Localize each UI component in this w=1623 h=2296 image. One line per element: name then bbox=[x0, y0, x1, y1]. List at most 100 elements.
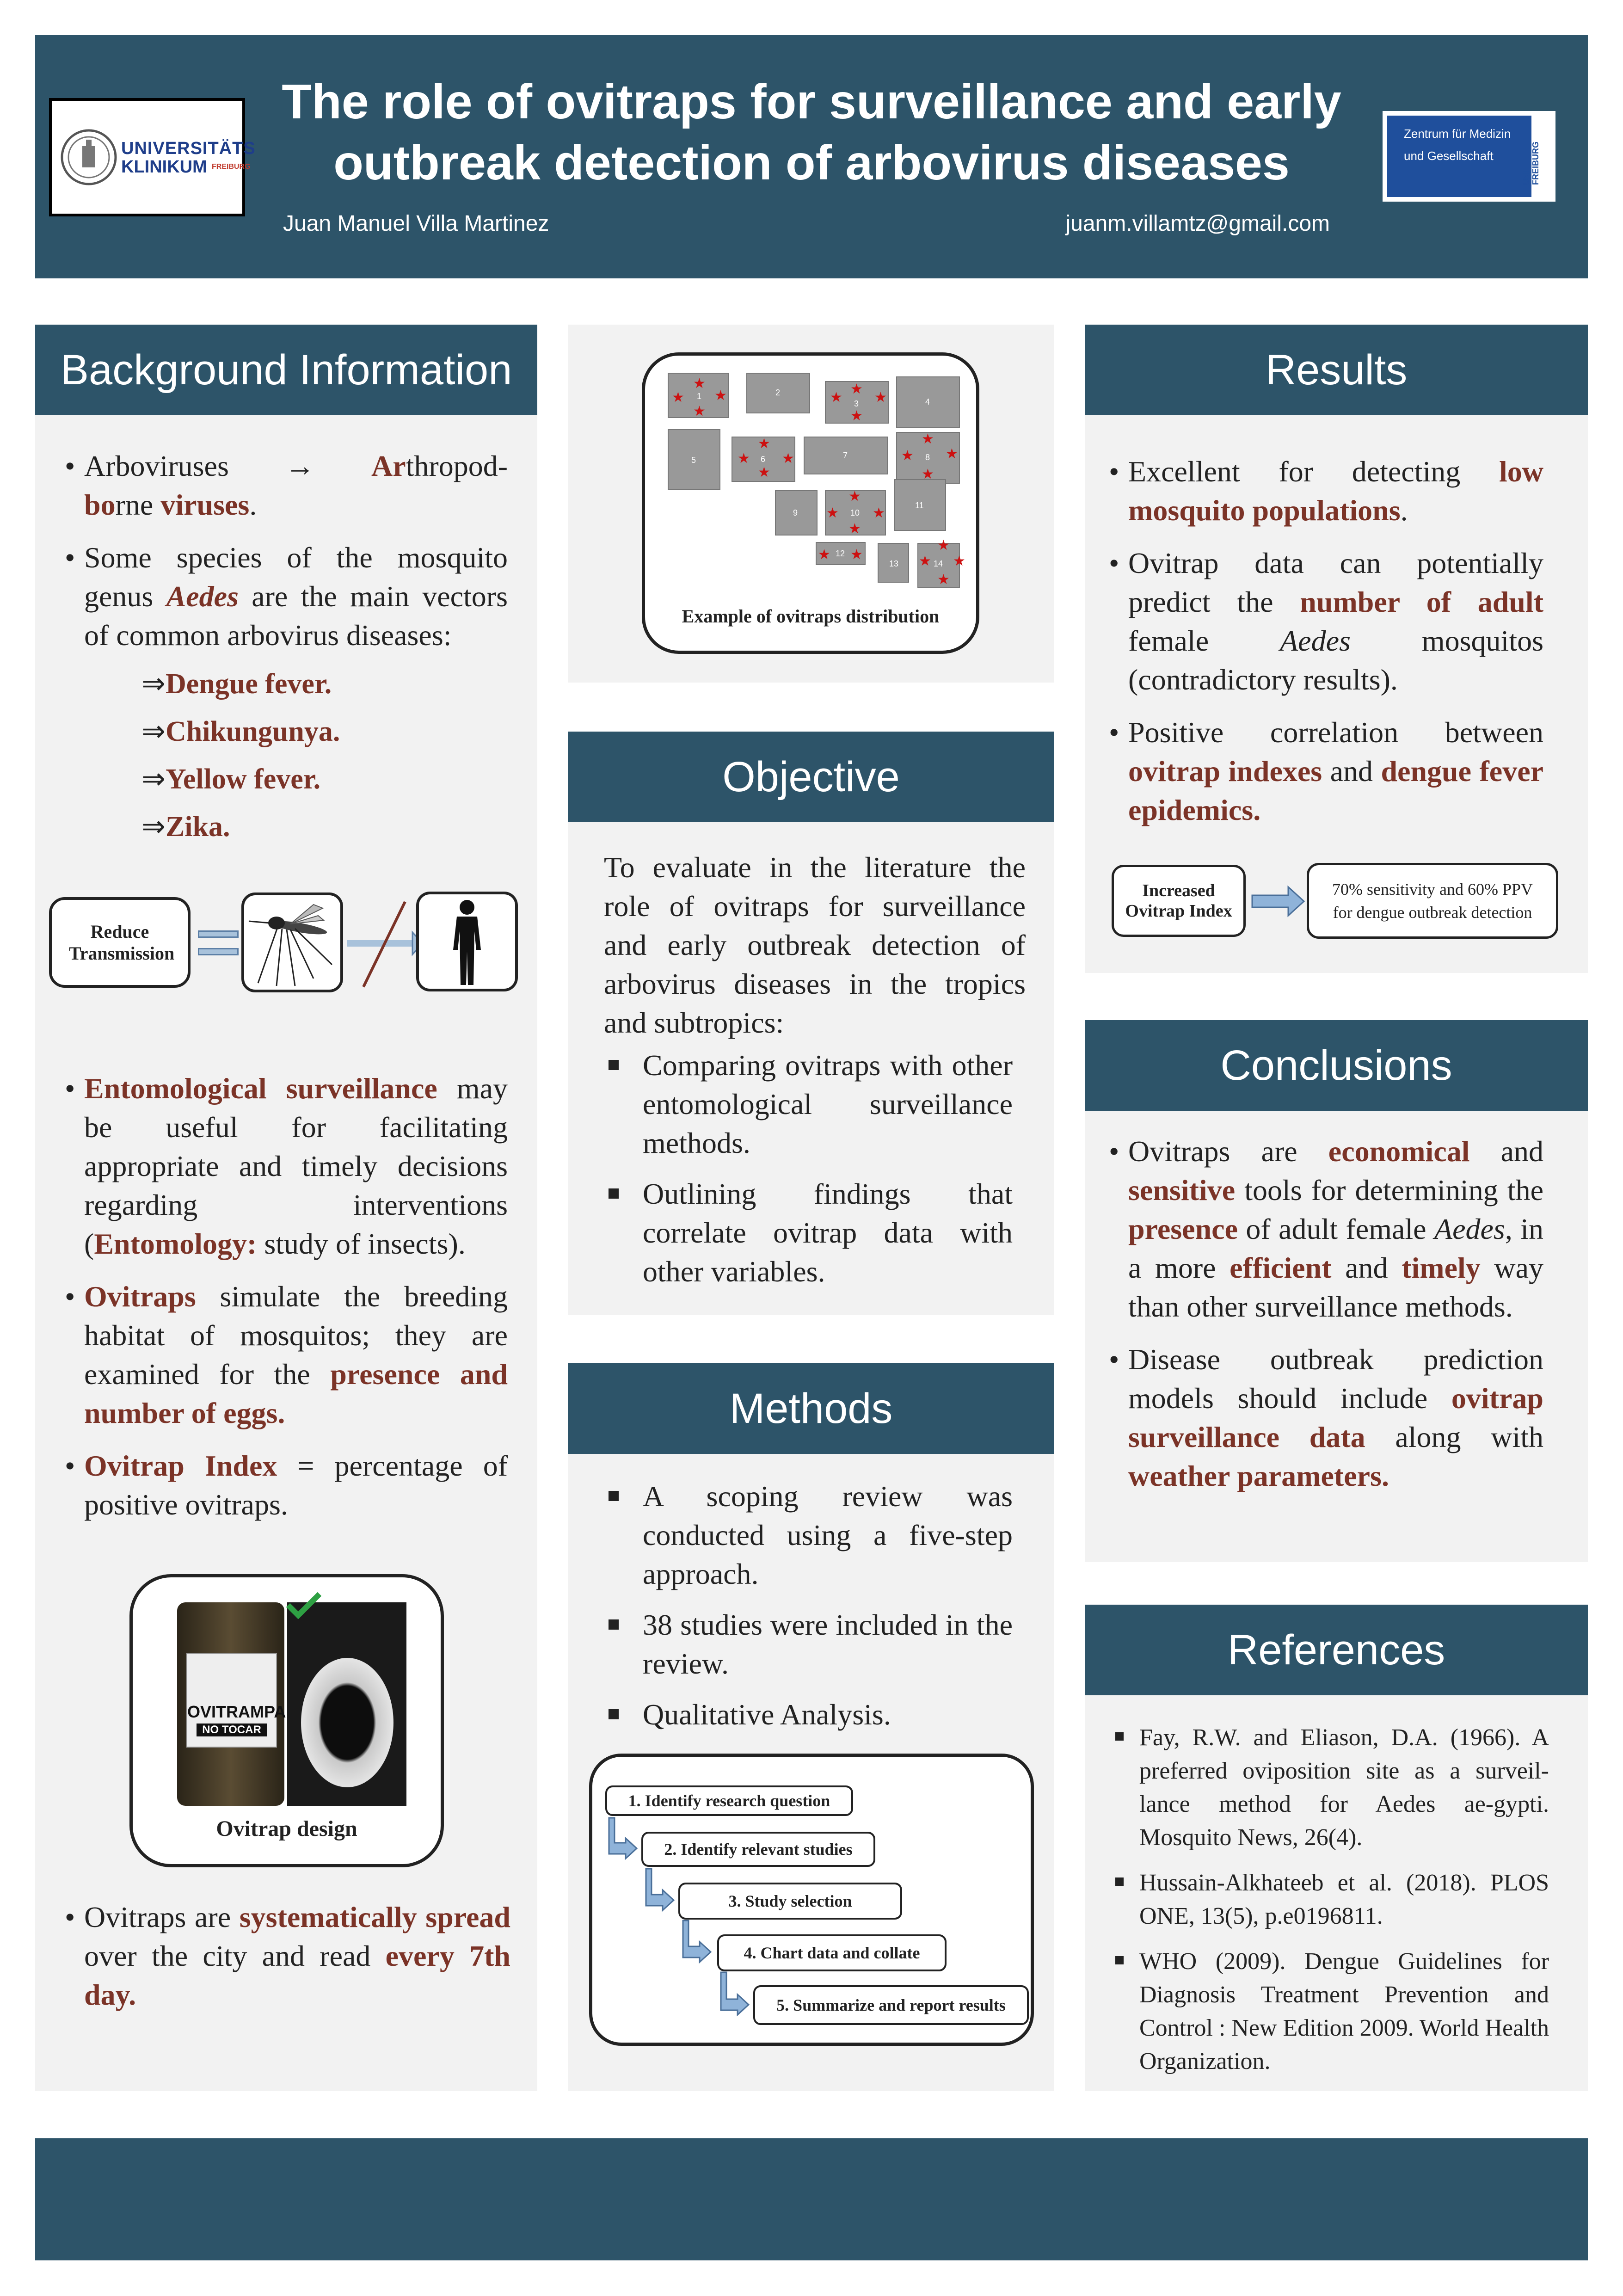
logo-text-freiburg: FREIBURG bbox=[212, 163, 251, 171]
map-cell-label: 9 bbox=[793, 508, 798, 517]
objective-heading: Objective bbox=[568, 732, 1054, 822]
sensitivity-ppv-box: 70% sensitivity and 60% PPV for dengue o… bbox=[1307, 863, 1558, 939]
map-cell-label: 5 bbox=[691, 456, 696, 465]
ovitrap-star-icon: ★ bbox=[782, 450, 794, 467]
background-heading: Background Information bbox=[35, 325, 537, 415]
ovitrap-star-icon: ★ bbox=[848, 521, 861, 537]
ovitrap-star-icon: ★ bbox=[922, 466, 934, 482]
conclusion-prediction-models: Disease outbreak prediction models shoul… bbox=[1109, 1340, 1543, 1496]
map-cell-label: 12 bbox=[836, 549, 845, 558]
result-low-populations: Excellent for detecting low mosquito pop… bbox=[1109, 452, 1543, 530]
map-cell-label: 11 bbox=[915, 501, 924, 510]
disease-item: ⇒Yellow fever. bbox=[141, 763, 321, 795]
ovitrap-label: OVITRAMPA NO TOCAR bbox=[186, 1653, 286, 1748]
conclusions-bullets: Ovitraps are economical and sensitive to… bbox=[1109, 1132, 1543, 1509]
ovitrap-jar-photo: OVITRAMPA NO TOCAR bbox=[177, 1602, 286, 1806]
objective-list: Comparing ovitraps with other entomologi… bbox=[604, 1046, 1013, 1303]
ovitrap-star-icon: ★ bbox=[758, 464, 770, 480]
bullet-ovitraps-habitat: Ovitraps simulate the breeding habitat o… bbox=[65, 1277, 508, 1433]
ovitrap-caption: Ovitrap design bbox=[216, 1816, 357, 1841]
blocked-transmission-arrow-icon bbox=[347, 901, 424, 988]
methods-item: A scoping review was conducted using a f… bbox=[604, 1477, 1013, 1594]
author-email[interactable]: juanm.villamtz@gmail.com bbox=[1065, 211, 1330, 236]
flow-step-3: 3. Study selection bbox=[678, 1883, 902, 1920]
conclusion-economical-sensitive: Ovitraps are economical and sensitive to… bbox=[1109, 1132, 1543, 1326]
right-arrow-icon bbox=[1251, 885, 1305, 917]
map-cell-label: 14 bbox=[934, 559, 943, 568]
zmg-logo-text-2: und Gesellschaft bbox=[1404, 149, 1494, 163]
ovitrap-star-icon: ★ bbox=[672, 389, 684, 406]
conclusions-heading: Conclusions bbox=[1085, 1020, 1588, 1111]
results-heading: Results bbox=[1085, 325, 1588, 415]
ovitrap-star-icon: ★ bbox=[714, 388, 727, 404]
double-bar-connector bbox=[198, 948, 239, 955]
university-hospital-logo: UNIVERSITÄTS KLINIKUM FREIBURG bbox=[49, 98, 255, 216]
references-heading: References bbox=[1085, 1605, 1588, 1695]
objective-item: Comparing ovitraps with other entomologi… bbox=[604, 1046, 1013, 1163]
mosquito-box bbox=[241, 893, 343, 992]
flow-step-2: 2. Identify relevant studies bbox=[641, 1832, 875, 1867]
ovitrap-label-subtext: NO TOCAR bbox=[197, 1724, 267, 1736]
flow-step-1: 1. Identify research question bbox=[605, 1785, 853, 1816]
map-cell-label: 13 bbox=[889, 559, 898, 568]
zmg-logo: Zentrum für Medizin und Gesellschaft UNI… bbox=[1383, 111, 1555, 202]
methods-heading: Methods bbox=[568, 1363, 1054, 1454]
flow-arrows-icon bbox=[608, 1817, 750, 2017]
outbreak-detection-text: for dengue outbreak detection bbox=[1333, 903, 1532, 922]
ovitrap-star-icon: ★ bbox=[818, 547, 830, 563]
bullet-aedes-species: Some species of the mosquito genus Aedes… bbox=[65, 538, 508, 655]
background-bullets-bottom: Entomological surveillance may be useful… bbox=[65, 1069, 508, 1538]
ovitrap-star-icon: ★ bbox=[874, 389, 887, 406]
logo-text-universitaets: UNIVERSITÄTS bbox=[121, 139, 256, 158]
header-banner bbox=[35, 35, 1588, 278]
ovitrap-star-icon: ★ bbox=[850, 547, 863, 563]
ovitrap-star-icon: ★ bbox=[826, 505, 839, 521]
references-list: Fay, R.W. and Eliason, D.A. (1966). A pr… bbox=[1115, 1721, 1549, 2090]
reduce-transmission-box: Reduce Transmission bbox=[49, 897, 191, 988]
disease-item: ⇒Chikungunya. bbox=[141, 716, 340, 747]
ovitrap-distribution-map: 1 2 3 4 5 6 7 8 9 10 11 12 13 14 ★ ★ ★ ★… bbox=[668, 373, 965, 588]
ovitrap-star-icon: ★ bbox=[850, 381, 863, 397]
ovitrap-star-icon: ★ bbox=[758, 436, 770, 452]
reference-item: WHO (2009). Dengue Guidelines for Diagno… bbox=[1115, 1945, 1549, 2078]
ovitrap-star-icon: ★ bbox=[922, 431, 934, 447]
reference-item: Fay, R.W. and Eliason, D.A. (1966). A pr… bbox=[1115, 1721, 1549, 1854]
five-step-flow-box: 1. Identify research question 2. Identif… bbox=[589, 1754, 1034, 2046]
result-positive-correlation: Positive correlation between ovitrap ind… bbox=[1109, 713, 1543, 830]
poster-title-line-1: The role of ovitraps for surveillance an… bbox=[282, 74, 1341, 129]
map-cell-label: 6 bbox=[761, 455, 765, 464]
distribution-caption: Example of ovitraps distribution bbox=[682, 606, 940, 627]
bullet-ovitraps-spread: Ovitraps are systematically spread over … bbox=[65, 1898, 510, 2014]
ovitrap-design-box: OVITRAMPA NO TOCAR Ovitrap design bbox=[129, 1574, 444, 1867]
ovitrap-star-icon: ★ bbox=[850, 408, 863, 424]
zmg-logo-blue-block bbox=[1387, 116, 1531, 197]
map-cell-label: 10 bbox=[850, 508, 860, 517]
human-silhouette-icon bbox=[453, 900, 481, 985]
sensitivity-text: 70% sensitivity and 60% PPV bbox=[1332, 880, 1533, 899]
ovitrap-star-icon: ★ bbox=[693, 403, 706, 419]
methods-item: Qualitative Analysis. bbox=[604, 1695, 1013, 1734]
flow-step-4: 4. Chart data and collate bbox=[717, 1934, 947, 1971]
methods-item: 38 studies were included in the review. bbox=[604, 1606, 1013, 1683]
ovitrap-star-icon: ★ bbox=[830, 389, 842, 406]
poster-title-line-2: outbreak detection of arbovirus diseases bbox=[333, 135, 1290, 190]
ovitrap-star-icon: ★ bbox=[946, 446, 958, 462]
ovitrap-label-text: OVITRAMPA bbox=[187, 1702, 286, 1721]
disease-item: ⇒Zika. bbox=[141, 811, 230, 843]
background-bullet-spread: Ovitraps are systematically spread over … bbox=[65, 1898, 510, 2028]
map-cell-label: 2 bbox=[775, 388, 780, 397]
objective-text: To evaluate in the literature the role o… bbox=[604, 851, 1026, 1039]
ovitrap-star-icon: ★ bbox=[693, 375, 706, 392]
methods-list: A scoping review was conducted using a f… bbox=[604, 1477, 1013, 1746]
reference-item: Hussain-Alkhateeb et al. (2018). PLOS ON… bbox=[1115, 1866, 1549, 1933]
objective-item: Outlining findings that correlate ovitra… bbox=[604, 1175, 1013, 1291]
disease-item: ⇒Dengue fever. bbox=[141, 668, 332, 700]
flow-step-5: 5. Summarize and report results bbox=[753, 1985, 1029, 2025]
map-cell-label: 8 bbox=[925, 453, 930, 462]
ovitrap-star-icon: ★ bbox=[873, 505, 885, 521]
mosquito-icon bbox=[248, 904, 333, 986]
ovitrap-star-icon: ★ bbox=[937, 572, 950, 588]
double-bar-connector bbox=[198, 930, 239, 938]
results-bullets: Excellent for detecting low mosquito pop… bbox=[1109, 452, 1543, 843]
bullet-entomological-surveillance: Entomological surveillance may be useful… bbox=[65, 1069, 508, 1263]
